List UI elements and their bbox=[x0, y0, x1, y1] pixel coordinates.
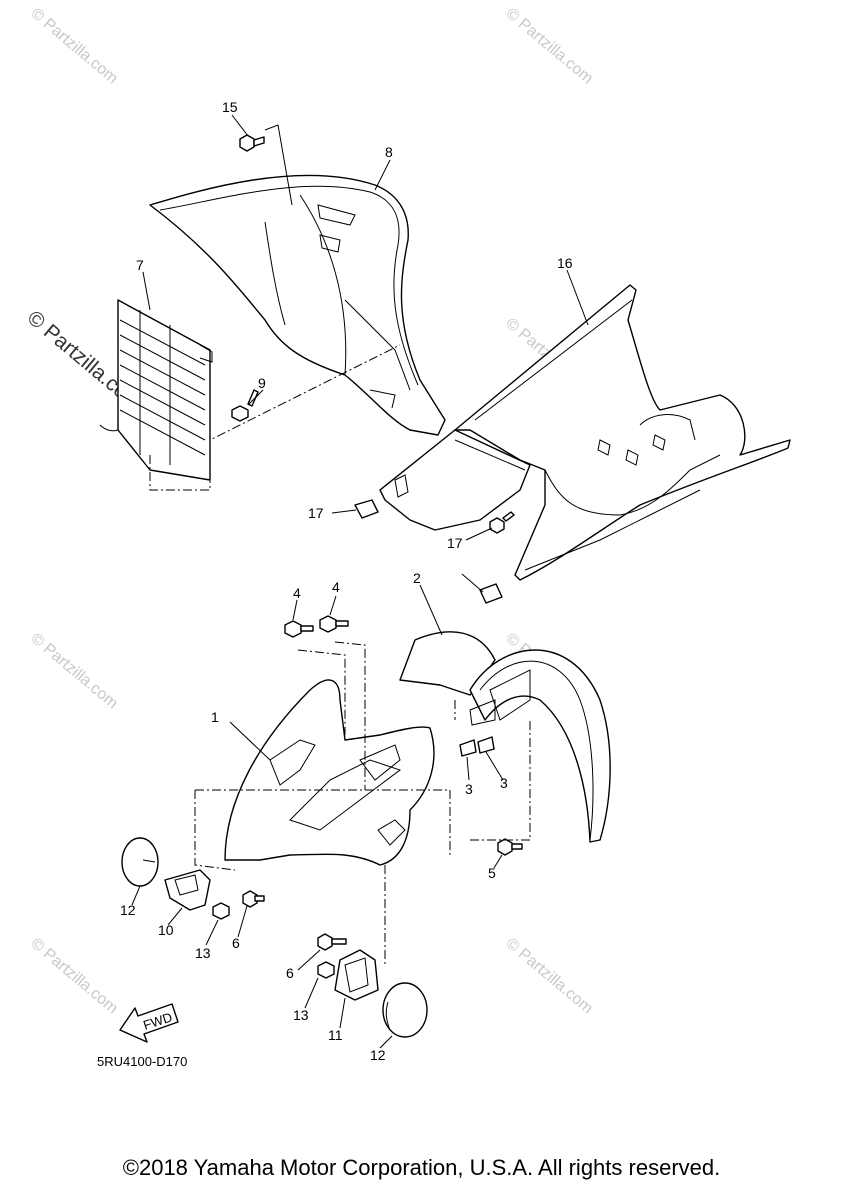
part-17-clip bbox=[354, 499, 503, 604]
watermark-small: © Partzilla.com bbox=[502, 5, 596, 87]
callout-3: 3 bbox=[500, 775, 508, 791]
callout-11: 10 bbox=[158, 922, 174, 938]
fwd-arrow-icon: FWD bbox=[119, 1003, 179, 1043]
callout-12: 12 bbox=[370, 1047, 386, 1063]
part-14-bolt bbox=[239, 134, 265, 152]
alignment-line bbox=[297, 649, 346, 735]
callout-17: 17 bbox=[308, 505, 324, 521]
alignment-line bbox=[149, 344, 401, 491]
callout-4: 4 bbox=[332, 579, 340, 595]
part-3-nut bbox=[459, 736, 495, 757]
callout-15: 16 bbox=[557, 255, 573, 271]
part-5-bolt bbox=[497, 838, 523, 856]
alignment-line bbox=[470, 720, 531, 841]
callout-3: 3 bbox=[465, 781, 473, 797]
part-2-inner-fender bbox=[399, 631, 611, 843]
drawing-code: 5RU4100-D170 bbox=[97, 1054, 187, 1069]
callout-labels: 15 8 7 16 9 17 17 4 4 2 1 3 3 5 12 10 13… bbox=[120, 99, 573, 1063]
callout-6: 6 bbox=[232, 935, 240, 951]
part-7-grille bbox=[99, 299, 213, 481]
part-15-inner-panel bbox=[454, 284, 791, 581]
part-1-front-fender bbox=[224, 679, 435, 866]
callout-13: 13 bbox=[293, 1007, 309, 1023]
watermark-small: © Partzilla.com bbox=[502, 935, 596, 1017]
callout-12: 12 bbox=[120, 902, 136, 918]
callout-7: 7 bbox=[136, 257, 144, 273]
part-6-bolt bbox=[242, 890, 347, 951]
alignment-line bbox=[195, 789, 451, 855]
callout-4: 4 bbox=[293, 585, 301, 601]
callout-1: 1 bbox=[211, 709, 219, 725]
callout-9: 9 bbox=[258, 375, 266, 391]
callout-6: 6 bbox=[286, 965, 294, 981]
callout-16: 17 bbox=[447, 535, 463, 551]
part-16-screw bbox=[489, 511, 515, 534]
alignment-line bbox=[334, 641, 366, 790]
watermark-small: © Partzilla.com bbox=[27, 5, 121, 87]
part-10-bracket bbox=[334, 949, 379, 1001]
callout-2: 2 bbox=[413, 570, 421, 586]
callout-13: 13 bbox=[195, 945, 211, 961]
copyright-notice: ©2018 Yamaha Motor Corporation, U.S.A. A… bbox=[122, 1155, 721, 1180]
panel-bracket bbox=[379, 429, 531, 531]
part-13-nut bbox=[212, 902, 335, 979]
watermark-small: © Partzilla.com bbox=[27, 935, 121, 1017]
alignment-line bbox=[194, 790, 236, 871]
callout-5: 5 bbox=[488, 865, 496, 881]
part-9-screw bbox=[231, 389, 259, 422]
watermark-small: © Partzilla.com bbox=[27, 630, 121, 712]
part-8-front-cover bbox=[149, 174, 446, 436]
callout-10: 11 bbox=[328, 1027, 343, 1043]
part-4-bolt bbox=[284, 615, 349, 638]
leader-lines bbox=[131, 114, 589, 1049]
callout-8: 8 bbox=[385, 144, 393, 160]
part-11-bracket bbox=[164, 869, 211, 911]
callout-14: 15 bbox=[222, 99, 238, 115]
